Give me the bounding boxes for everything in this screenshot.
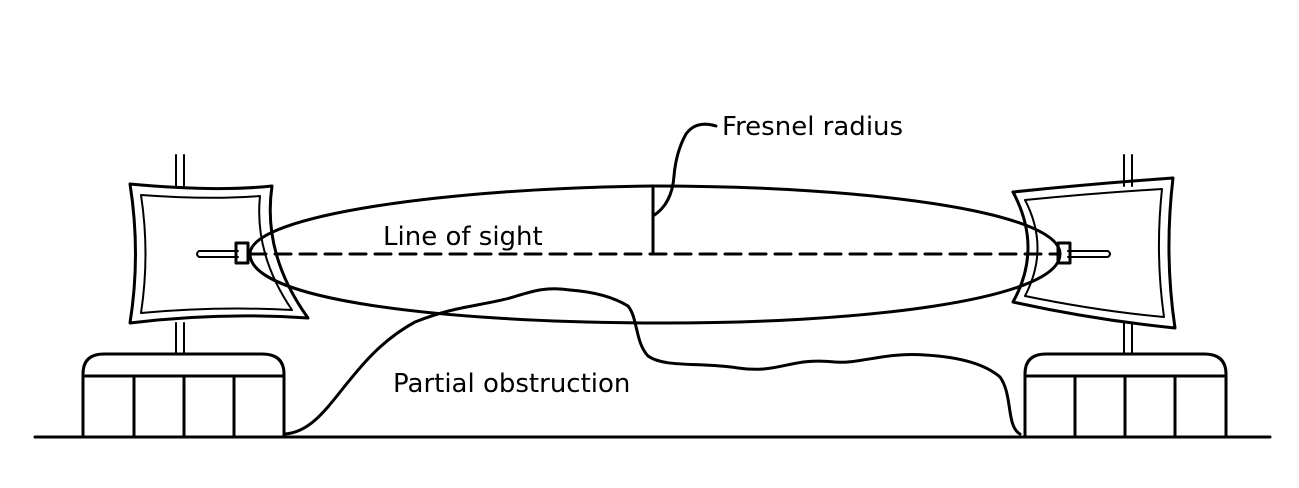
right-base-dividers <box>1073 374 1177 439</box>
left-feed-connector <box>234 241 250 265</box>
left-antenna-assembly <box>81 154 310 439</box>
right-equipment-base <box>1023 352 1228 439</box>
partial-obstruction-label: Partial obstruction <box>393 369 630 399</box>
left-mast-top <box>175 154 185 187</box>
right-antenna-panel-inner <box>1024 188 1165 318</box>
left-equipment-base <box>81 352 286 439</box>
obstruction-terrain <box>282 287 1022 436</box>
left-antenna-panel-inner <box>140 194 293 314</box>
left-base-dividers <box>132 374 236 439</box>
line-of-sight-label: Line of sight <box>383 222 543 252</box>
left-antenna-panel <box>128 182 310 325</box>
left-feed-rod <box>196 250 239 258</box>
right-mast-bottom <box>1123 322 1133 354</box>
left-mast-bottom <box>175 322 185 354</box>
fresnel-radius-label: Fresnel radius <box>722 112 903 142</box>
fresnel-zone-ellipse <box>248 184 1062 325</box>
right-antenna-panel <box>1011 176 1177 330</box>
right-feed-rod <box>1067 250 1111 258</box>
right-antenna-assembly <box>1011 154 1228 439</box>
fresnel-radius-leader <box>651 122 718 218</box>
